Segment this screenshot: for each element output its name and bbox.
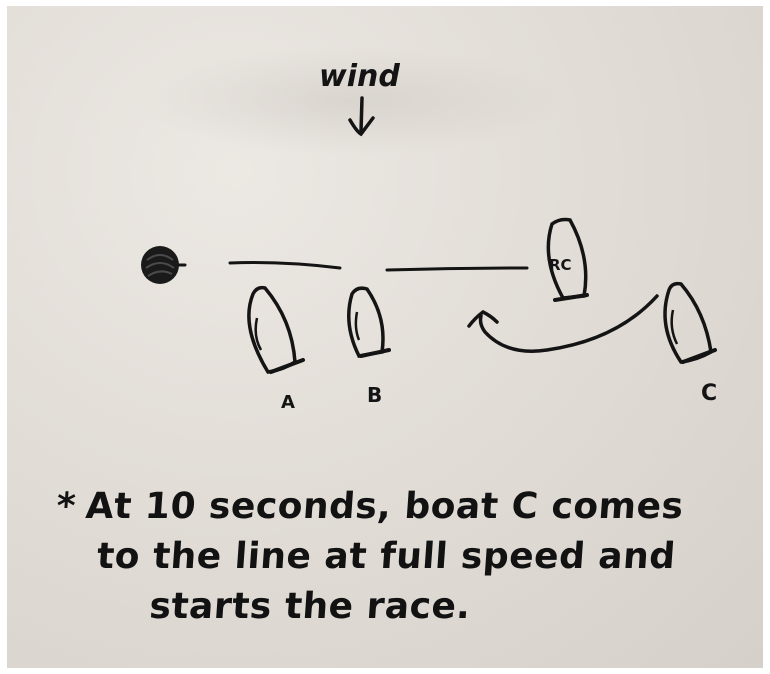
committee-boat: RC [546, 217, 589, 302]
boat-a: A [247, 285, 305, 413]
pin-mark [141, 246, 187, 284]
note-line-2: to the line at full speed and [95, 536, 678, 577]
boat-b-label: B [367, 383, 382, 407]
boat-c-label: C [701, 381, 717, 406]
whiteboard: wind RC A [7, 6, 763, 668]
wind-arrow [348, 96, 375, 137]
committee-boat-label: RC [549, 256, 572, 274]
boat-b: B [347, 286, 391, 407]
note-text: *At 10 seconds, boat C comes to the line… [48, 482, 748, 632]
boat-c: C [663, 281, 717, 406]
note-line-1-text: At 10 seconds, boat C comes [84, 486, 685, 527]
boat-c-course-arrow [467, 294, 659, 353]
note-line-3: starts the race. [148, 586, 473, 627]
boat-a-label: A [281, 392, 295, 413]
wind-label: wind [319, 59, 400, 94]
sailing-start-diagram: wind RC A [141, 59, 717, 413]
starting-line [228, 261, 529, 272]
note-line-1: *At 10 seconds, boat C comes [55, 482, 748, 532]
note-marker: * [55, 486, 78, 527]
